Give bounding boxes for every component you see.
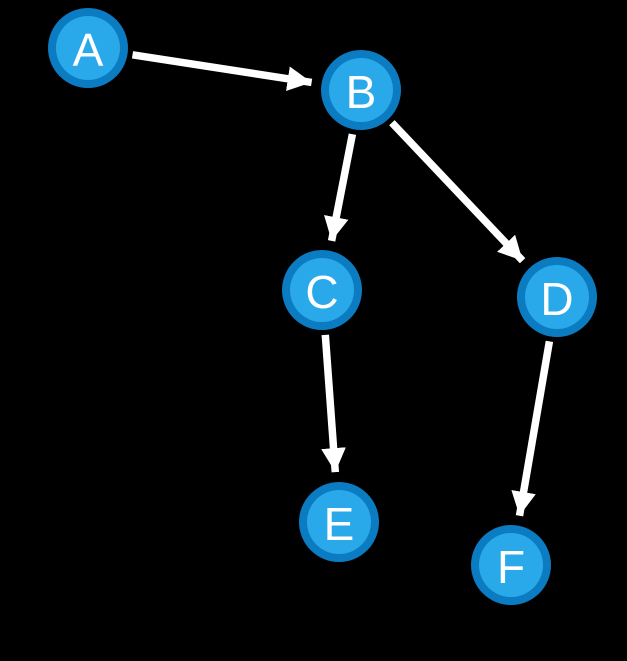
node-inner-fill [479, 533, 543, 597]
graph-edge-C-E [321, 334, 346, 473]
node-inner-fill [525, 265, 589, 329]
edges-layer [131, 51, 554, 517]
graph-edge-B-D [389, 120, 526, 264]
graph-edge-A-B [131, 51, 313, 91]
node-inner-fill [290, 258, 354, 322]
nodes-layer: A B C D E F [48, 8, 597, 605]
graph-node-C[interactable]: C [282, 250, 362, 330]
graph-node-A[interactable]: A [48, 8, 128, 88]
graph-node-D[interactable]: D [517, 257, 597, 337]
node-inner-fill [307, 490, 371, 554]
graph-node-F[interactable]: F [471, 525, 551, 605]
graph-edge-D-F [511, 340, 554, 517]
node-inner-fill [329, 58, 393, 122]
graph-node-E[interactable]: E [299, 482, 379, 562]
node-inner-fill [56, 16, 120, 80]
graph-edge-B-C [324, 133, 357, 242]
graph-node-B[interactable]: B [321, 50, 401, 130]
